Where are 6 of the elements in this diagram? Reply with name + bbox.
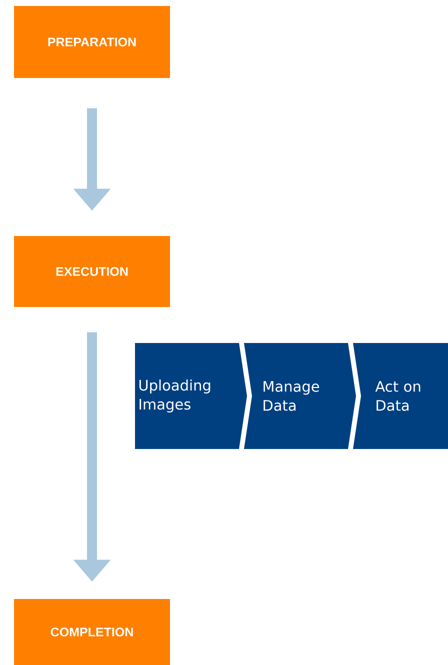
chevron-step: Act on Data — [353, 343, 448, 449]
phase-box: PREPARATION — [14, 6, 170, 78]
phase-box: COMPLETION — [14, 599, 170, 665]
chevron-step: Uploading Images — [135, 343, 247, 449]
phase-box: EXECUTION — [14, 236, 170, 307]
chevron-step: Manage Data — [244, 343, 356, 449]
